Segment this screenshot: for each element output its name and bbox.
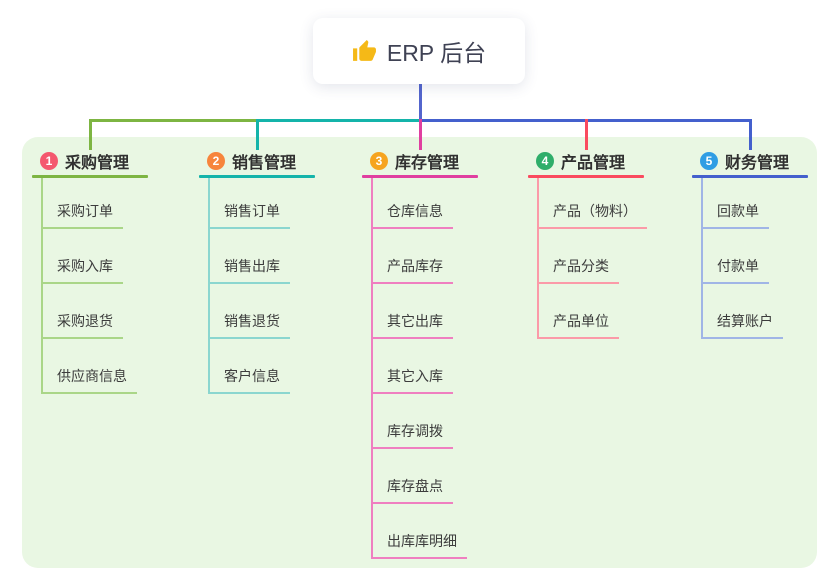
child-node[interactable]: 产品单位 [537, 310, 619, 339]
child-node[interactable]: 结算账户 [701, 310, 783, 339]
child-node[interactable]: 销售出库 [208, 255, 290, 284]
branch-underline [199, 175, 315, 178]
connector-drop-4 [585, 119, 588, 150]
child-node[interactable]: 其它入库 [371, 365, 453, 394]
branch-header-row: 1 采购管理 [32, 149, 162, 173]
branch-underline [362, 175, 478, 178]
child-node[interactable]: 回款单 [701, 200, 769, 229]
branch-node-2[interactable]: 2 销售管理 [199, 149, 329, 178]
connector-drop-5 [749, 119, 752, 150]
branch-label: 财务管理 [725, 155, 790, 172]
branch-header-row: 3 库存管理 [362, 149, 492, 173]
branch-badge-2: 2 [207, 152, 225, 170]
child-node[interactable]: 供应商信息 [41, 365, 137, 394]
connector-drop-3 [419, 119, 422, 150]
branch-header-row: 2 销售管理 [199, 149, 329, 173]
branch-label: 产品管理 [561, 155, 626, 172]
branch-underline [692, 175, 808, 178]
branch-badge-4: 4 [536, 152, 554, 170]
branch-underline [32, 175, 148, 178]
child-node[interactable]: 库存调拨 [371, 420, 453, 449]
connector-drop-2 [256, 119, 259, 150]
connector-branch-2 [256, 119, 422, 122]
branch-header-row: 5 财务管理 [692, 149, 822, 173]
branch-label: 库存管理 [395, 155, 460, 172]
branch-header-row: 4 产品管理 [528, 149, 658, 173]
branch-node-1[interactable]: 1 采购管理 [32, 149, 162, 178]
branches-background-panel [22, 137, 817, 568]
root-stem-line [419, 84, 422, 122]
child-node[interactable]: 采购入库 [41, 255, 123, 284]
child-node[interactable]: 销售退货 [208, 310, 290, 339]
branch-node-3[interactable]: 3 库存管理 [362, 149, 492, 178]
connector-branch-1 [89, 119, 422, 122]
child-node[interactable]: 仓库信息 [371, 200, 453, 229]
branch-trunk-line [537, 178, 539, 339]
child-node[interactable]: 产品库存 [371, 255, 453, 284]
root-node-title: ERP 后台 [386, 40, 487, 66]
child-node[interactable]: 采购订单 [41, 200, 123, 229]
connector-drop-1 [89, 119, 92, 150]
root-node[interactable]: ERP 后台 [313, 18, 525, 84]
branch-label: 采购管理 [65, 155, 130, 172]
child-node[interactable]: 库存盘点 [371, 475, 453, 504]
branch-node-5[interactable]: 5 财务管理 [692, 149, 822, 178]
child-node[interactable]: 其它出库 [371, 310, 453, 339]
branch-trunk-line [371, 178, 373, 559]
branch-badge-1: 1 [40, 152, 58, 170]
child-node[interactable]: 客户信息 [208, 365, 290, 394]
child-node[interactable]: 产品分类 [537, 255, 619, 284]
child-node[interactable]: 出库库明细 [371, 530, 467, 559]
branch-badge-5: 5 [700, 152, 718, 170]
branch-trunk-line [701, 178, 703, 339]
thumbs-up-icon [352, 39, 377, 64]
child-node[interactable]: 付款单 [701, 255, 769, 284]
child-node[interactable]: 产品（物料） [537, 200, 647, 229]
branch-trunk-line [41, 178, 43, 394]
child-node[interactable]: 采购退货 [41, 310, 123, 339]
branch-label: 销售管理 [232, 155, 297, 172]
child-node[interactable]: 销售订单 [208, 200, 290, 229]
branch-node-4[interactable]: 4 产品管理 [528, 149, 658, 178]
branch-badge-3: 3 [370, 152, 388, 170]
branch-underline [528, 175, 644, 178]
branch-trunk-line [208, 178, 210, 394]
